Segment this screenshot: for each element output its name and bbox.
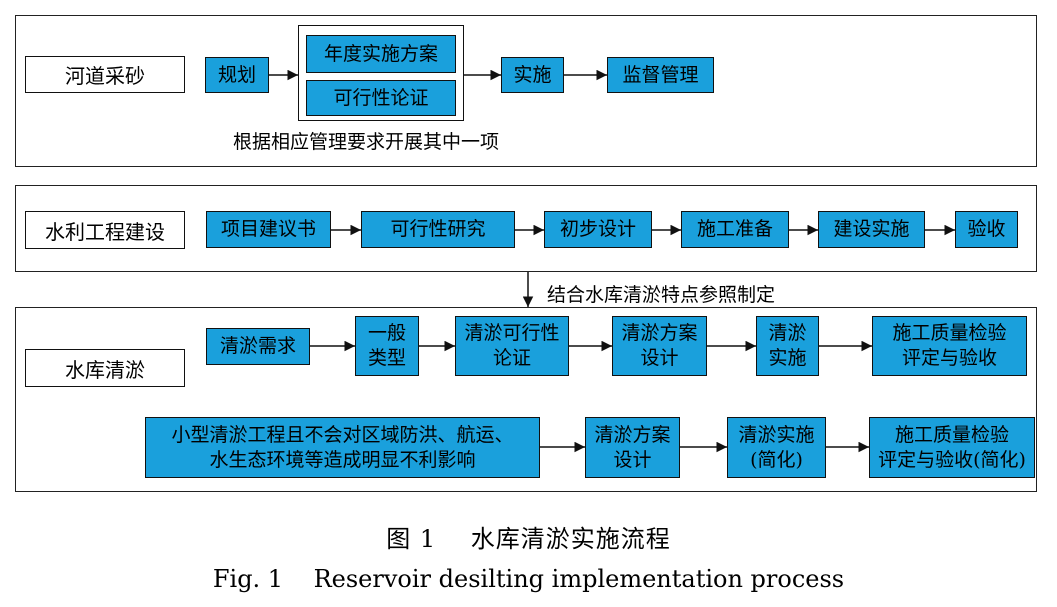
step-feasibility-demo: 可行性论证 xyxy=(306,80,456,116)
step-quality-acceptance-simplified: 施工质量检验 评定与验收(简化) xyxy=(869,417,1035,478)
step-construction: 建设实施 xyxy=(818,211,925,248)
step-general-type: 一般 类型 xyxy=(355,316,419,376)
step-desilting-demand: 清淤需求 xyxy=(206,328,310,365)
connector-note: 结合水库清淤特点参照制定 xyxy=(547,284,776,306)
step-supervision: 监督管理 xyxy=(607,57,714,93)
step-desilting-design-simplified: 清淤方案 设计 xyxy=(585,417,680,478)
panel1-note: 根据相应管理要求开展其中一项 xyxy=(233,131,500,153)
panel3-label: 水库清淤 xyxy=(25,349,185,387)
panel2-label: 水利工程建设 xyxy=(25,211,185,249)
step-desilting-design: 清淤方案 设计 xyxy=(612,316,707,376)
step-small-project: 小型清淤工程且不会对区域防洪、航运、 水生态环境等造成明显不利影响 xyxy=(145,417,540,478)
step-desilting-feasibility: 清淤可行性 论证 xyxy=(455,316,569,376)
caption-chinese: 图 1 水库清淤实施流程 xyxy=(386,525,671,553)
step-planning: 规划 xyxy=(205,57,269,93)
step-quality-acceptance: 施工质量检验 评定与验收 xyxy=(872,316,1027,376)
caption-english: Fig. 1 Reservoir desilting implementatio… xyxy=(212,565,845,593)
step-acceptance: 验收 xyxy=(955,211,1018,248)
panel1-label: 河道采砂 xyxy=(25,56,185,93)
step-annual-plan: 年度实施方案 xyxy=(306,35,456,73)
step-desilting-implementation-simplified: 清淤实施 (简化) xyxy=(727,417,826,478)
step-construction-prep: 施工准备 xyxy=(681,211,789,248)
step-implementation: 实施 xyxy=(501,57,564,93)
step-feasibility-study: 可行性研究 xyxy=(361,211,515,248)
step-desilting-implementation: 清淤 实施 xyxy=(756,316,819,376)
step-preliminary-design: 初步设计 xyxy=(544,211,652,248)
step-proposal: 项目建议书 xyxy=(206,211,331,248)
